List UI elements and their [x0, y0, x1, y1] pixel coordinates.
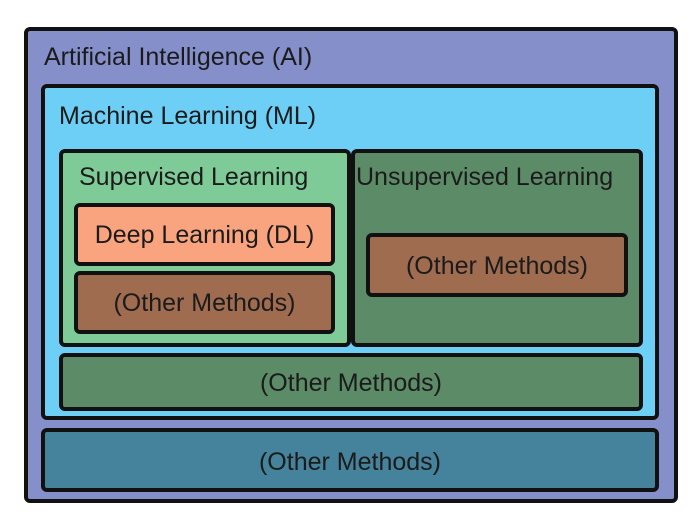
ml-label: Machine Learning (ML) — [59, 102, 317, 130]
ml-other-methods-box: (Other Methods) — [59, 353, 643, 411]
supervised-other-methods-box: (Other Methods) — [74, 271, 335, 334]
supervised-learning-label: Supervised Learning — [79, 163, 309, 191]
supervised-other-methods-label: (Other Methods) — [113, 289, 296, 317]
deep-learning-label: Deep Learning (DL) — [94, 221, 315, 249]
ai-label: Artificial Intelligence (AI) — [44, 43, 313, 71]
unsupervised-other-methods-label: (Other Methods) — [405, 252, 588, 280]
ai-other-methods-box: (Other Methods) — [41, 428, 659, 492]
deep-learning-box: Deep Learning (DL) — [74, 203, 335, 266]
unsupervised-learning-label: Unsupervised Learning — [356, 163, 614, 191]
ml-other-methods-label: (Other Methods) — [259, 369, 442, 397]
ai-other-methods-label: (Other Methods) — [258, 448, 441, 476]
unsupervised-other-methods-box: (Other Methods) — [366, 233, 628, 297]
